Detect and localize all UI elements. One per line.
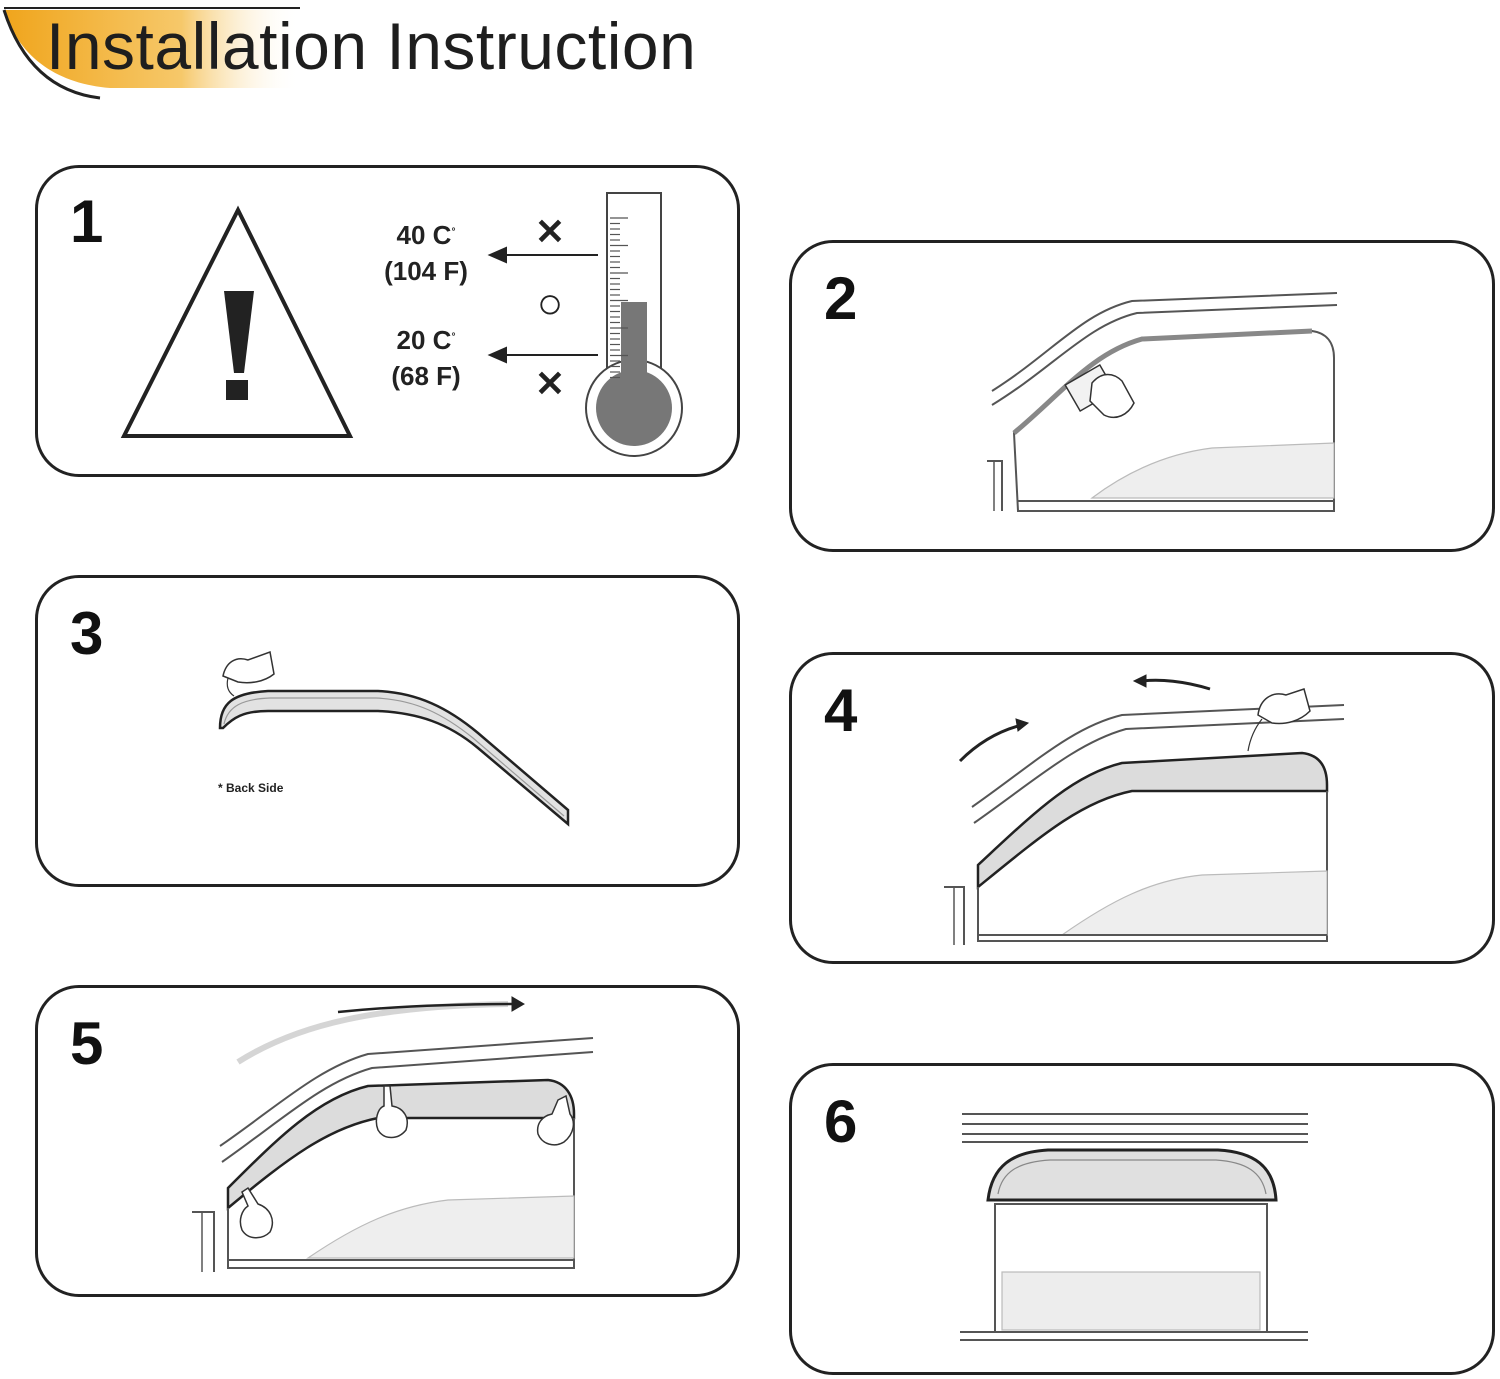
step-6-illustration [960,1113,1308,1341]
curve-arrow-top-icon [1132,674,1211,691]
upper-temp-f: (104 F) [384,256,468,286]
page-header: Installation Instruction [0,0,780,110]
step-6-panel: 6 [789,1063,1495,1375]
back-side-note: * Back Side [218,781,284,795]
hand-cleaning-icon [1064,363,1135,419]
step-5-illustration [192,996,594,1272]
upper-arrow [487,246,598,264]
hand-pressing-icon [536,1094,575,1146]
step-number: 4 [824,677,858,744]
page-title: Installation Instruction [46,9,697,83]
warning-icon [120,205,354,438]
lower-temp-c: 20 C° [396,325,456,355]
step-1-panel: 1 40 C° (104 F) 20 C° (6 [35,165,740,477]
step-2-illustration [987,292,1338,512]
step-number: 6 [824,1088,858,1155]
hand-pressing-icon [239,1186,274,1239]
upper-wrong-mark: ✕ [534,211,566,252]
step-3-illustration [218,650,570,827]
step-number: 5 [70,1010,104,1077]
thermometer-icon [585,192,683,457]
hand-peeling-icon [1247,688,1311,752]
header-accent-swoosh [2,7,300,100]
curve-arrow-right-icon [236,996,525,1065]
step-number: 2 [824,265,858,332]
step-4-panel: 4 [789,652,1495,964]
step-1-illustration [120,192,683,457]
step-3-panel: 3 * Back Side [35,575,740,887]
step-number: 3 [70,600,104,667]
lower-temp-f: (68 F) [391,361,461,391]
step-5-panel: 5 [35,985,740,1297]
lower-wrong-mark: ✕ [534,363,566,404]
upper-temp-c: 40 C° [396,220,456,250]
hand-peeling-icon [222,650,275,697]
step-2-panel: 2 [789,240,1495,552]
lower-arrow [487,346,598,364]
step-number: 1 [70,188,104,255]
ok-mark: ○ [536,279,564,328]
hand-pressing-icon [375,1085,408,1139]
curve-arrow-left-icon [958,718,1030,763]
step-4-illustration [944,674,1345,945]
